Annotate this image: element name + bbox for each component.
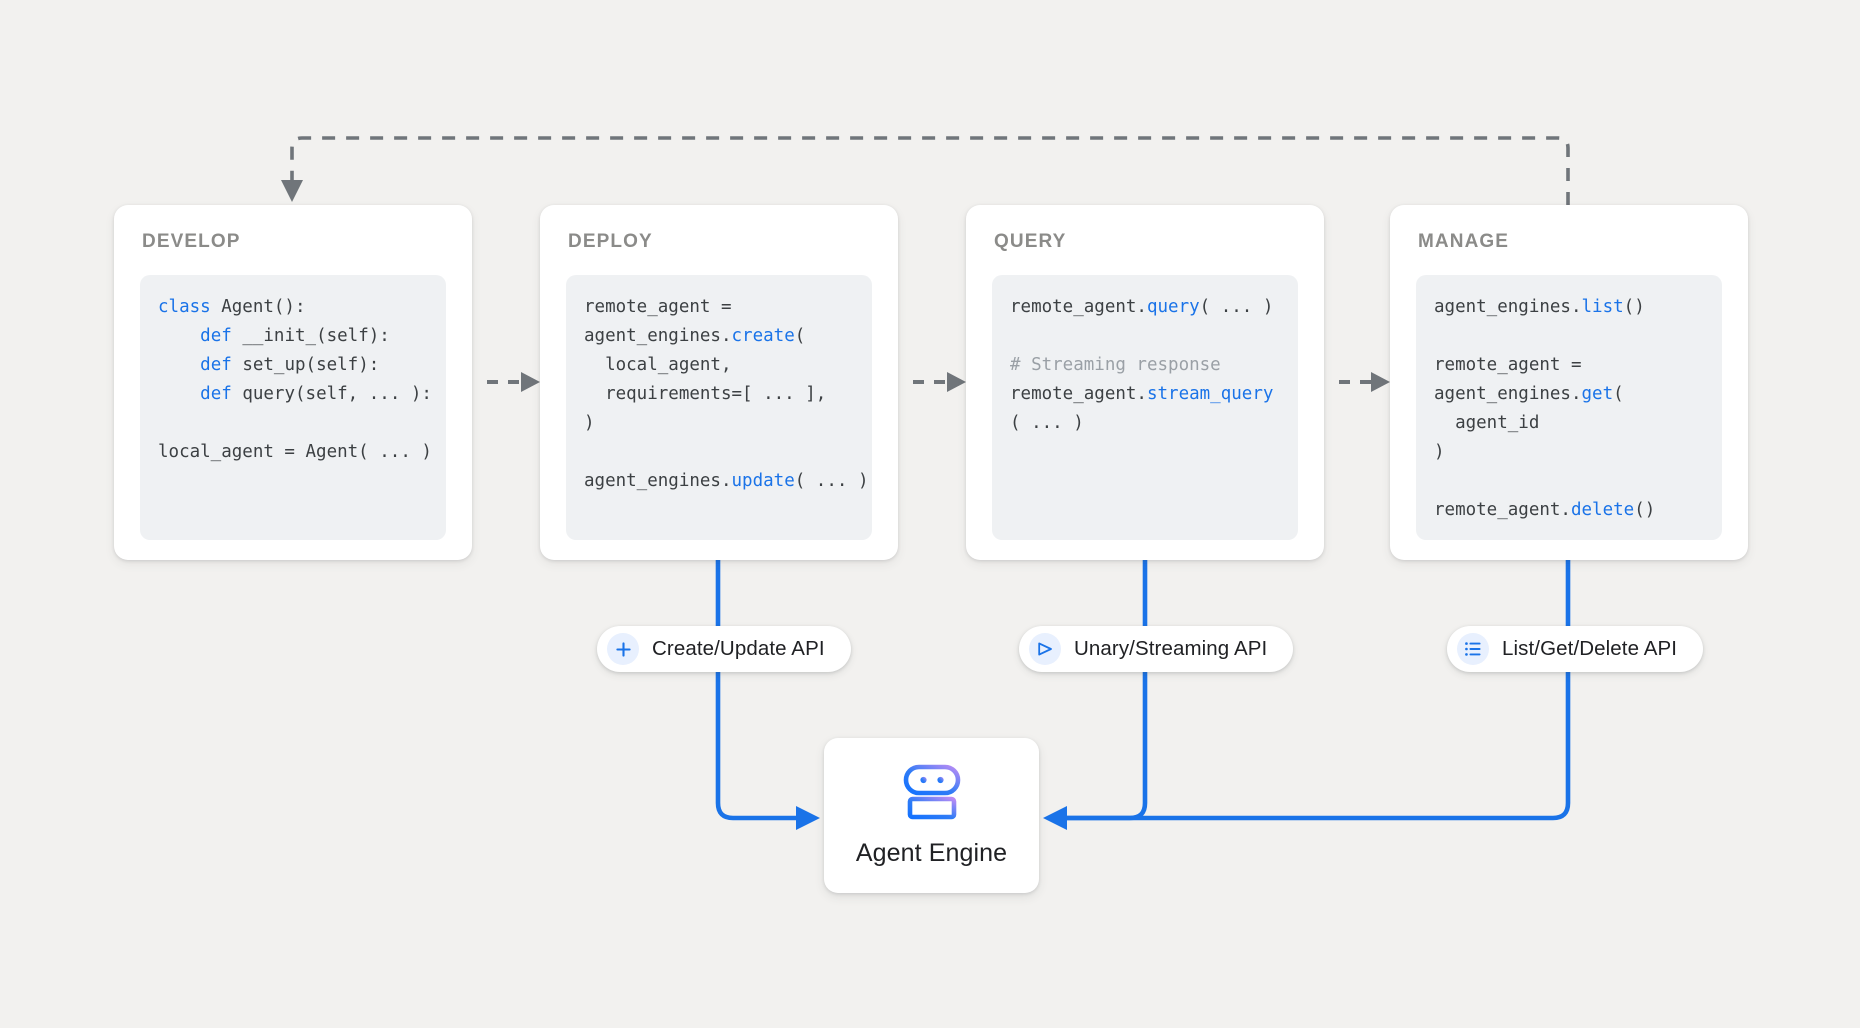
code-block-develop: class Agent(): def __init_(self): def se…	[140, 275, 446, 540]
code-line: ( ... )	[1010, 413, 1084, 433]
api-pill-label: Unary/Streaming API	[1074, 637, 1268, 660]
code-line: remote_agent =	[1434, 355, 1582, 375]
code-line: remote_agent.delete()	[1434, 500, 1656, 520]
code-line	[1434, 467, 1704, 496]
code-line: remote_agent =	[584, 297, 732, 317]
code-block-manage: agent_engines.list() remote_agent = agent…	[1416, 275, 1722, 540]
arrowhead-deploy-to-agent-engine	[796, 806, 820, 830]
stage-card-deploy: DEPLOY remote_agent = agent_engines.creat…	[540, 205, 898, 560]
code-line: def query(self, ... ):	[200, 384, 432, 404]
code-line: remote_agent.query( ... )	[1010, 297, 1274, 317]
feedback-loop-arrowhead	[281, 180, 303, 202]
code-line: )	[584, 413, 595, 433]
arrow-develop-to-deploy-head	[521, 372, 540, 392]
code-line: agent_engines.get(	[1434, 384, 1624, 404]
api-pill-label: Create/Update API	[652, 637, 825, 660]
agent-engine-node[interactable]: Agent Engine	[824, 738, 1039, 893]
code-line	[1434, 322, 1704, 351]
stage-card-manage: MANAGE agent_engines.list() remote_agent…	[1390, 205, 1748, 560]
code-line: )	[1434, 442, 1445, 462]
arrow-query-to-manage-head	[1371, 372, 1390, 392]
code-line	[584, 438, 854, 467]
robot-icon	[901, 764, 963, 825]
code-line: agent_engines.create(	[584, 326, 806, 346]
connector-deploy-to-agent-engine	[715, 560, 800, 821]
code-line	[158, 409, 428, 438]
connector-query-to-agent-engine	[1063, 560, 1148, 821]
code-line: local_agent,	[584, 355, 732, 375]
feedback-loop-path	[290, 136, 1570, 205]
code-line: agent_engines.list()	[1434, 297, 1645, 317]
api-pill-list-get-delete[interactable]: List/Get/Delete API	[1447, 626, 1704, 672]
send-icon	[1029, 633, 1061, 665]
code-line: remote_agent.stream_query	[1010, 384, 1274, 404]
code-block-query: remote_agent.query( ... ) # Streaming re…	[992, 275, 1298, 540]
code-line: local_agent = Agent( ... )	[158, 442, 432, 462]
api-pill-unary-streaming[interactable]: Unary/Streaming API	[1019, 626, 1294, 672]
api-pill-create-update[interactable]: Create/Update API	[597, 626, 851, 672]
list-icon	[1457, 633, 1489, 665]
code-line: # Streaming response	[1010, 355, 1221, 375]
code-line: def __init_(self):	[200, 326, 390, 346]
plus-icon	[607, 633, 639, 665]
arrowhead-right-to-agent-engine	[1043, 806, 1067, 830]
arrow-deploy-to-query-head	[947, 372, 966, 392]
code-line: class Agent():	[158, 297, 306, 317]
code-line: agent_id	[1434, 413, 1540, 433]
stage-title-develop: DEVELOP	[142, 231, 241, 252]
stage-title-manage: MANAGE	[1418, 231, 1510, 252]
code-line: def set_up(self):	[200, 355, 380, 375]
stage-title-deploy: DEPLOY	[568, 231, 653, 252]
stage-title-query: QUERY	[994, 231, 1067, 252]
code-block-deploy: remote_agent = agent_engines.create( loca…	[566, 275, 872, 540]
connector-manage-to-agent-engine	[1063, 560, 1571, 821]
code-line	[1010, 322, 1280, 351]
code-line: agent_engines.update( ... )	[584, 471, 869, 491]
stage-card-query: QUERY remote_agent.query( ... ) # Stream…	[966, 205, 1324, 560]
code-line: requirements=[ ... ],	[584, 384, 827, 404]
agent-engine-label: Agent Engine	[855, 838, 1008, 867]
stage-card-develop: DEVELOP class Agent(): def __init_(self)…	[114, 205, 472, 560]
api-pill-label: List/Get/Delete API	[1502, 637, 1678, 660]
